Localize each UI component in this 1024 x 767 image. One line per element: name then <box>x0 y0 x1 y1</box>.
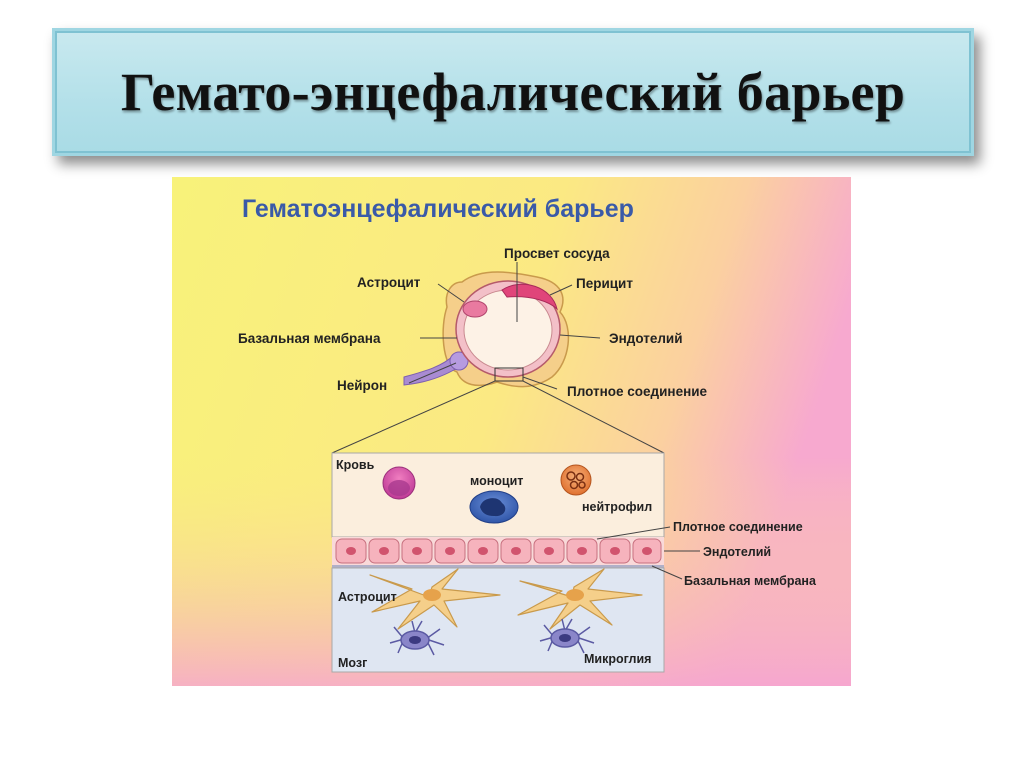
tight-junction-marker <box>494 367 524 382</box>
label-astrocyte-top: Астроцит <box>357 275 421 290</box>
label-basal-membrane-top: Базальная мембрана <box>238 331 381 346</box>
endothelial-cell <box>632 538 662 564</box>
endothelial-cell <box>434 538 466 564</box>
slide-title-box: Гемато-энцефалический барьер <box>52 28 974 156</box>
label-tight-junction-bottom: Плотное соединение <box>673 520 803 534</box>
bbb-diagram: Гематоэнцефалический барьер Просвет сосу… <box>172 177 851 686</box>
vessel-cross-section <box>403 271 570 388</box>
endothelial-cell <box>335 538 367 564</box>
neutrophil-cell <box>560 464 592 496</box>
label-brain: Мозг <box>338 656 367 670</box>
label-neuron: Нейрон <box>337 378 387 393</box>
endothelial-cell <box>533 538 565 564</box>
label-astrocyte-bottom: Астроцит <box>338 590 397 604</box>
label-endothelium-top: Эндотелий <box>609 331 683 346</box>
bbb-figure: Гематоэнцефалический барьер Просвет сосу… <box>172 177 851 686</box>
label-endothelium-bottom: Эндотелий <box>703 545 771 559</box>
endothelial-cell <box>566 538 598 564</box>
brain-zone <box>331 567 665 673</box>
neuron-terminal <box>449 351 469 371</box>
label-microglia: Микроглия <box>584 652 651 666</box>
basal-membrane-line <box>332 565 664 568</box>
neuron-process-shape <box>403 354 463 386</box>
endothelial-cells <box>335 538 662 564</box>
slide-title: Гемато-энцефалический барьер <box>120 62 906 122</box>
label-neutrophil: нейтрофил <box>582 500 652 514</box>
label-tight-junction-top: Плотное соединение <box>567 384 708 399</box>
endothelial-cell <box>368 538 400 564</box>
endothelial-cell <box>467 538 499 564</box>
label-monocyte: моноцит <box>470 474 523 488</box>
label-basal-membrane-bottom: Базальная мембрана <box>684 574 817 588</box>
label-pericyte: Перицит <box>576 276 633 291</box>
endothelial-cell <box>599 538 631 564</box>
astrocyte-bottom-right <box>517 568 643 630</box>
enlarged-section <box>331 452 700 673</box>
top-leader-lines <box>331 262 665 454</box>
figure-heading: Гематоэнцефалический барьер <box>242 195 634 223</box>
bottom-leader-lines <box>596 526 700 580</box>
label-lumen: Просвет сосуда <box>504 246 610 261</box>
endothelial-cell <box>401 538 433 564</box>
microglia-right <box>539 618 595 654</box>
monocyte-cell <box>469 490 519 524</box>
pericyte-shape <box>501 283 558 311</box>
endothelial-cell <box>500 538 532 564</box>
microglia-left <box>389 620 445 656</box>
red-blood-cell <box>382 466 416 500</box>
astrocyte-bottom-left <box>369 568 501 630</box>
endothelial-nucleus <box>462 300 488 318</box>
label-blood: Кровь <box>336 458 375 472</box>
